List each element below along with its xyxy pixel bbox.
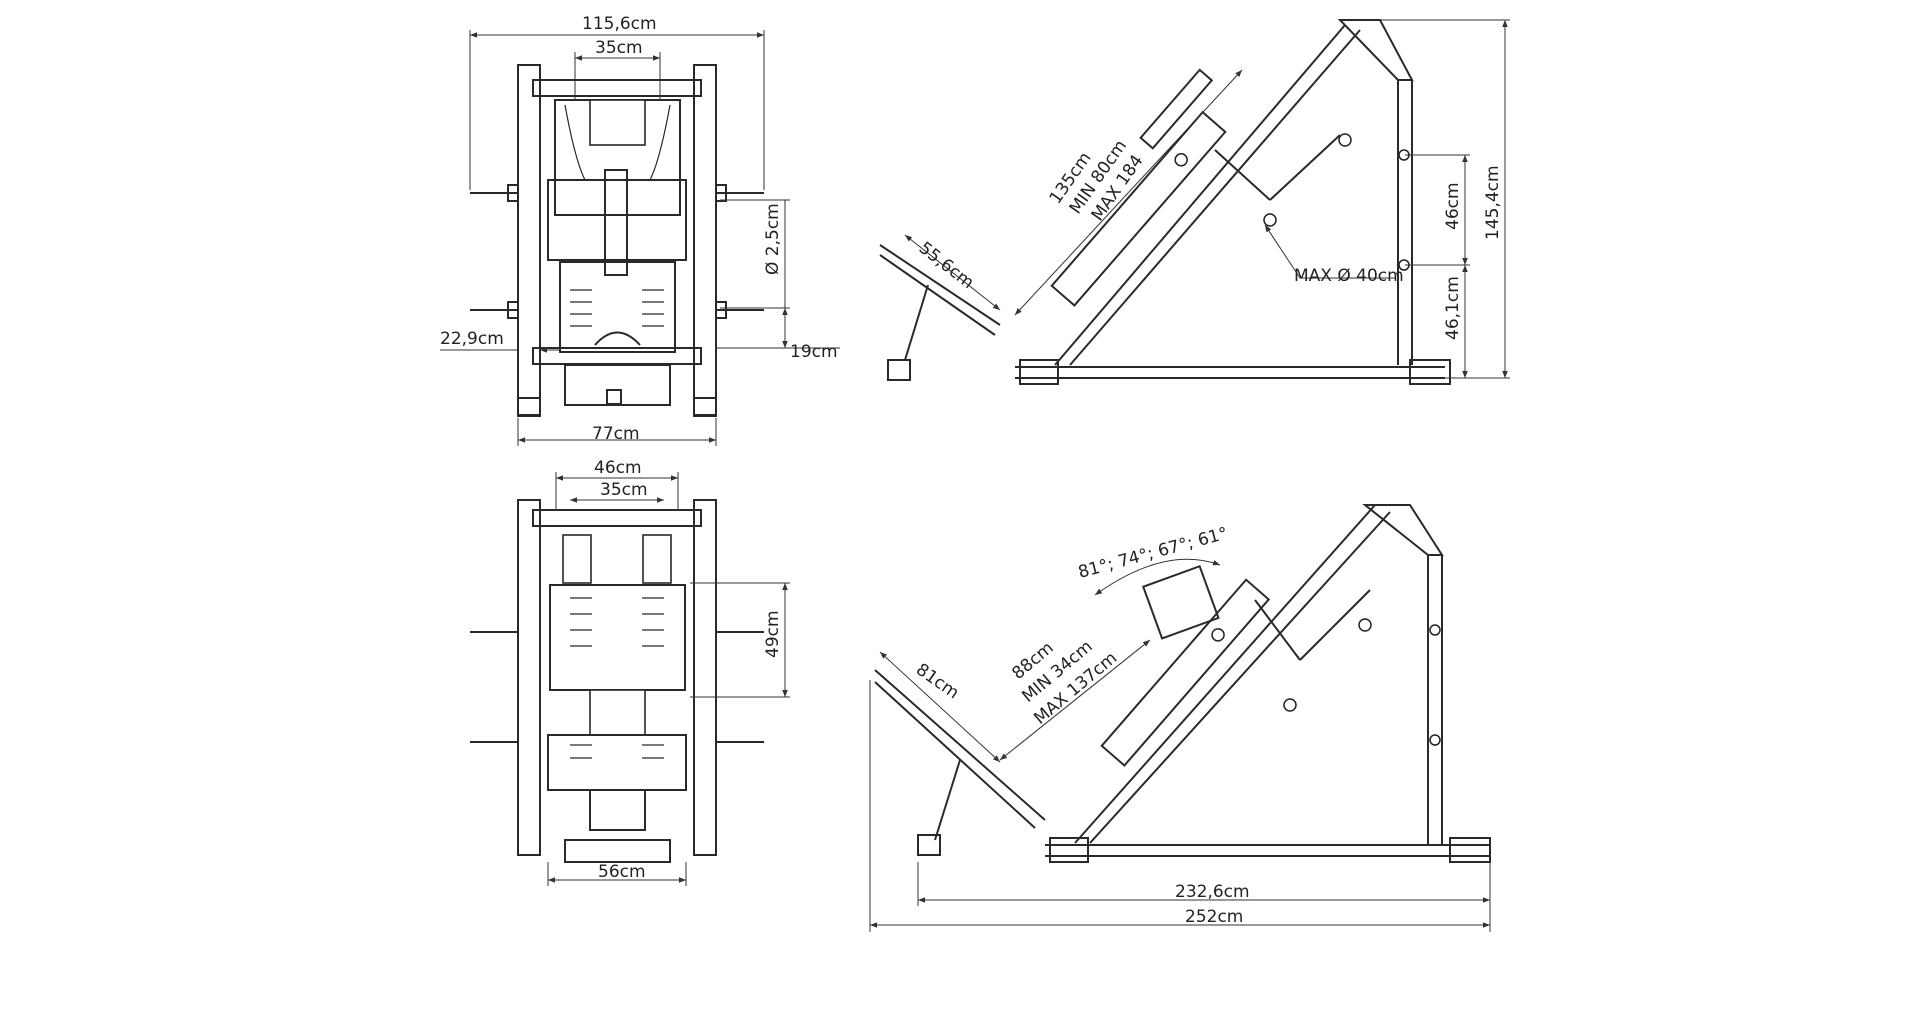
dim-max-plate: MAX Ø 40cm <box>1294 266 1404 286</box>
dim-bottom-offset: 19cm <box>790 342 838 362</box>
dim-peg-spacing: 46cm <box>1443 182 1463 230</box>
dim-frame-length: 232,6cm <box>1175 882 1250 902</box>
side-view-lower: 81°; 74°; 67°; 61° 88cm MIN 34cm MAX 137… <box>869 504 1491 932</box>
dim-outer-width-lower: 46cm <box>594 458 642 478</box>
side-view-upper: 135cm MIN 80cm MAX 184 55,6cm 46cm 46,1c… <box>879 19 1510 385</box>
top-view-lower: 46cm 35cm 49cm 56cm <box>470 458 790 886</box>
dim-lower-height: 46,1cm <box>1443 276 1463 340</box>
dim-base-width-lower: 56cm <box>598 862 646 882</box>
dim-angles: 81°; 74°; 67°; 61° <box>1076 524 1230 583</box>
dim-overall-width: 115,6cm <box>582 14 657 34</box>
dim-side-offset: 22,9cm <box>440 329 504 349</box>
dim-total-length: 252cm <box>1185 907 1243 927</box>
dim-seat-length-lower: 81cm <box>912 660 962 704</box>
dim-diameter: Ø 2,5cm <box>763 203 783 275</box>
dim-total-height: 145,4cm <box>1483 165 1503 240</box>
dim-plate-height: 49cm <box>763 610 783 658</box>
dim-inner-width: 35cm <box>595 38 643 58</box>
dim-inner-width-lower: 35cm <box>600 480 648 500</box>
dim-base-width: 77cm <box>592 424 640 444</box>
top-view-upper: 115,6cm 35cm Ø 2,5cm 19cm 22,9cm 77cm <box>440 14 840 446</box>
